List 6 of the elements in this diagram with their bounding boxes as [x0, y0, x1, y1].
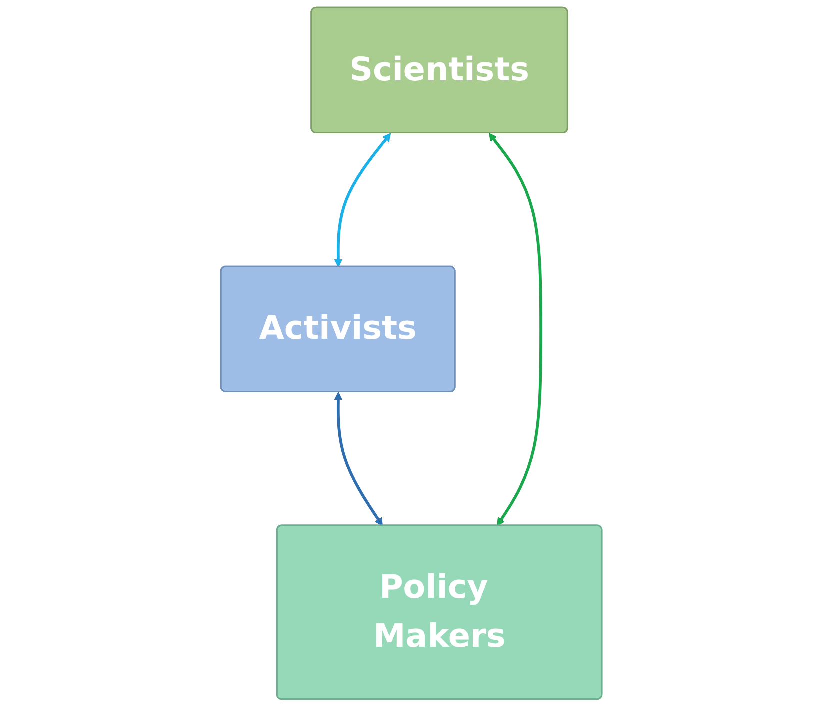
rounded-box: Scientists: [310, 6, 568, 134]
double-headed-arrow: [334, 133, 392, 268]
rounded-box: Activists: [220, 266, 456, 392]
double-headed-arrow: [488, 133, 542, 526]
rounded-box: Policy Makers: [276, 524, 603, 700]
double-headed-arrow: [334, 392, 384, 526]
